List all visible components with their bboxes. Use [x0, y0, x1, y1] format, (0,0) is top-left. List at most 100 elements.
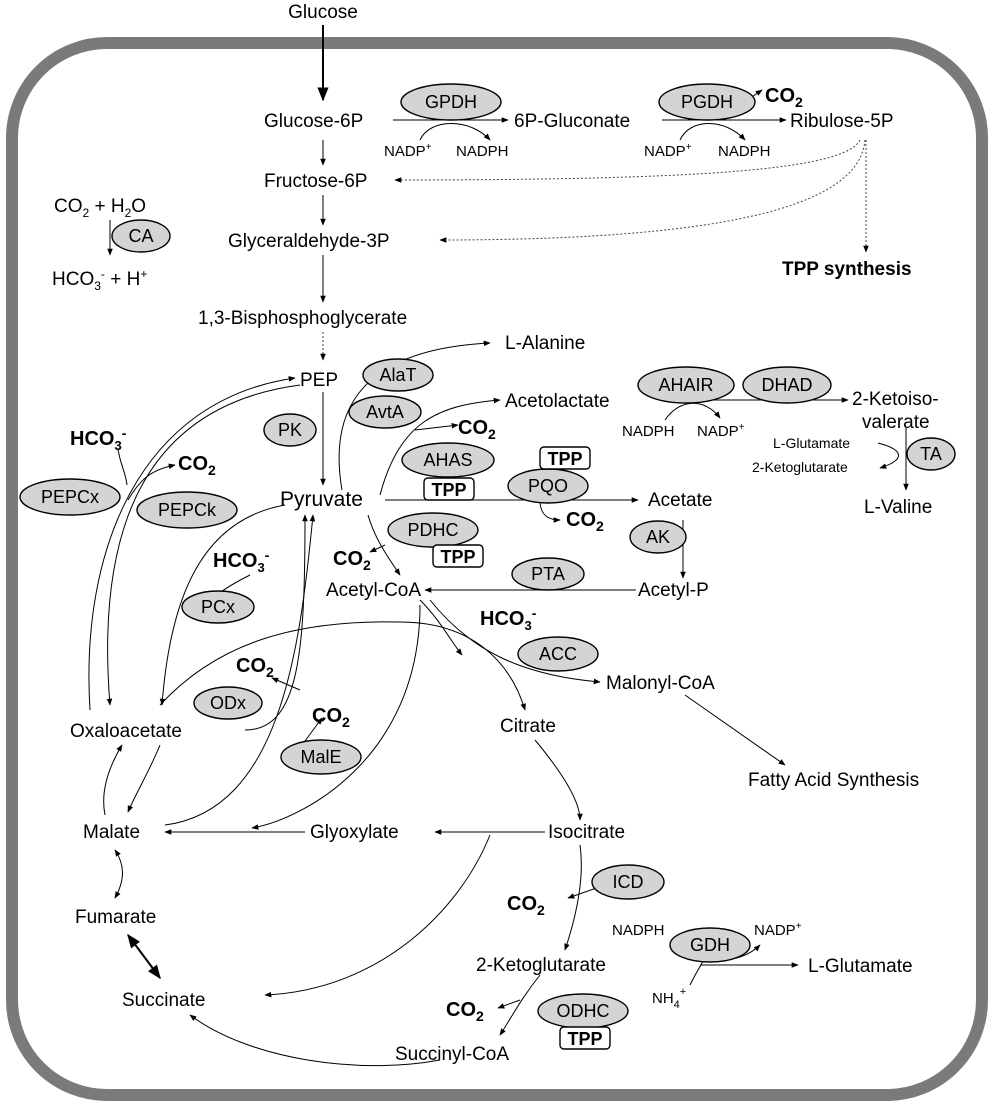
metabolite-2-ketoisovalerate-line2: valerate — [862, 412, 930, 433]
svg-text:PK: PK — [278, 420, 302, 440]
svg-text:AHAS: AHAS — [423, 450, 472, 470]
metabolite-acetyl-coa: Acetyl-CoA — [326, 580, 421, 601]
cofactor-nadph: NADPH — [456, 143, 509, 160]
enzyme-ahair: AHAIR — [637, 366, 735, 404]
metabolite-l-valine: L-Valine — [864, 497, 932, 518]
tpp-tag-ahas: TPP — [423, 477, 475, 501]
svg-text:PEPCk: PEPCk — [158, 500, 217, 520]
cell-boundary — [6, 37, 988, 1101]
enzyme-pk: PK — [263, 413, 317, 447]
metabolite-isocitrate: Isocitrate — [548, 822, 625, 843]
enzyme-acc: ACC — [517, 636, 599, 672]
metabolite-malonyl-coa: Malonyl-CoA — [606, 673, 715, 694]
metabolite-citrate: Citrate — [500, 716, 556, 737]
cofactor-nadp-plus: NADP+ — [754, 921, 802, 939]
svg-text:TA: TA — [920, 444, 942, 464]
enzyme-odhc: ODHC — [537, 993, 629, 1029]
svg-text:TPP: TPP — [440, 547, 475, 567]
ca-equation-products: HCO3- + H+ — [52, 267, 147, 293]
svg-text:AHAIR: AHAIR — [658, 375, 713, 395]
metabolite-fructose-6p: Fructose-6P — [264, 171, 367, 192]
ca-equation-reactants: CO2 + H2O — [54, 196, 146, 220]
enzyme-gdh: GDH — [669, 927, 751, 963]
svg-text:GDH: GDH — [690, 935, 730, 955]
svg-text:AvtA: AvtA — [366, 402, 404, 422]
cofactor-hco3: HCO3- — [213, 547, 270, 575]
enzyme-ta: TA — [906, 437, 956, 471]
svg-text:TPP: TPP — [431, 480, 466, 500]
metabolite-pep: PEP — [300, 370, 338, 391]
svg-text:TPP: TPP — [567, 1029, 602, 1049]
svg-text:GPDH: GPDH — [425, 92, 477, 112]
metabolite-glucose-6p: Glucose-6P — [264, 111, 363, 132]
enzyme-ahas: AHAS — [401, 442, 495, 478]
cofactor-nadph: NADPH — [622, 423, 675, 440]
cofactor-nadph: NADPH — [718, 143, 771, 160]
metabolite-l-glutamate: L-Glutamate — [808, 956, 913, 977]
svg-text:PDHC: PDHC — [407, 520, 458, 540]
cofactor-hco3: HCO3- — [480, 605, 537, 633]
enzyme-pcx: PCx — [181, 590, 255, 624]
metabolite-malate: Malate — [83, 822, 140, 843]
cofactor-co2: CO2 — [312, 705, 350, 730]
metabolite-2-ketoisovalerate-line1: 2-Ketoiso- — [852, 389, 939, 410]
cofactor-co2: CO2 — [333, 548, 371, 573]
metabolite-succinate: Succinate — [122, 990, 205, 1011]
cofactor-l-glutamate: L-Glutamate — [773, 435, 850, 451]
metabolite-succinyl-coa: Succinyl-CoA — [395, 1044, 509, 1065]
cofactor-co2: CO2 — [178, 453, 216, 478]
enzyme-pqo: PQO — [507, 468, 589, 504]
enzyme-alat: AlaT — [362, 358, 434, 392]
cofactor-nh4-plus: NH4+ — [652, 986, 686, 1011]
metabolite-fumarate: Fumarate — [75, 907, 156, 928]
svg-text:AlaT: AlaT — [379, 365, 416, 385]
svg-text:AK: AK — [646, 527, 670, 547]
cofactor-nadp-plus: NADP+ — [697, 422, 745, 440]
enzyme-ak: AK — [629, 520, 687, 554]
svg-text:PTA: PTA — [531, 564, 565, 584]
svg-text:DHAD: DHAD — [761, 375, 812, 395]
svg-text:PQO: PQO — [528, 476, 568, 496]
metabolite-acetate: Acetate — [648, 490, 712, 511]
metabolite-acetyl-p: Acetyl-P — [638, 580, 709, 601]
svg-text:ODx: ODx — [210, 693, 246, 713]
cofactor-co2: CO2 — [765, 85, 803, 110]
enzyme-odx: ODx — [193, 686, 263, 720]
svg-text:PCx: PCx — [201, 597, 235, 617]
cofactor-co2: CO2 — [507, 893, 545, 918]
svg-text:PEPCx: PEPCx — [41, 487, 99, 507]
enzyme-gpdh: GPDH — [400, 83, 502, 121]
cofactor-hco3: HCO3- — [70, 425, 127, 453]
svg-text:ICD: ICD — [613, 872, 644, 892]
enzyme-ca: CA — [111, 219, 171, 253]
metabolite-bisphosphoglycerate: 1,3-Bisphosphoglycerate — [198, 308, 407, 329]
cofactor-co2: CO2 — [236, 655, 274, 680]
enzyme-pepck: PEPCk — [136, 491, 238, 529]
metabolite-glucose: Glucose — [288, 2, 358, 23]
cofactor-co2: CO2 — [566, 509, 604, 534]
metabolite-glyceraldehyde-3p: Glyceraldehyde-3P — [228, 231, 390, 252]
tpp-tag-odhc: TPP — [559, 1026, 611, 1050]
metabolite-6p-gluconate: 6P-Gluconate — [514, 111, 630, 132]
enzyme-pdhc: PDHC — [387, 512, 479, 548]
enzyme-pta: PTA — [511, 557, 585, 591]
enzyme-icd: ICD — [591, 864, 665, 900]
svg-text:ODHC: ODHC — [557, 1001, 610, 1021]
svg-text:CA: CA — [128, 226, 153, 246]
cofactor-nadp-plus: NADP+ — [384, 142, 432, 160]
metabolite-acetolactate: Acetolactate — [505, 391, 610, 412]
svg-text:TPP: TPP — [547, 449, 582, 469]
metabolite-l-alanine: L-Alanine — [505, 333, 585, 354]
metabolite-ribulose-5p: Ribulose-5P — [790, 111, 894, 132]
enzyme-dhad: DHAD — [742, 366, 832, 404]
enzyme-avta: AvtA — [348, 395, 422, 429]
svg-text:PGDH: PGDH — [681, 92, 733, 112]
metabolite-pyruvate: Pyruvate — [280, 488, 363, 511]
svg-text:MalE: MalE — [300, 747, 341, 767]
svg-text:ACC: ACC — [539, 644, 577, 664]
tpp-tag-pqo: TPP — [539, 446, 591, 470]
metabolite-2-ketoglutarate: 2-Ketoglutarate — [476, 955, 606, 976]
metabolite-fatty-acid-synthesis: Fatty Acid Synthesis — [748, 770, 919, 791]
cofactor-2-ketoglutarate: 2-Ketoglutarate — [752, 459, 848, 475]
